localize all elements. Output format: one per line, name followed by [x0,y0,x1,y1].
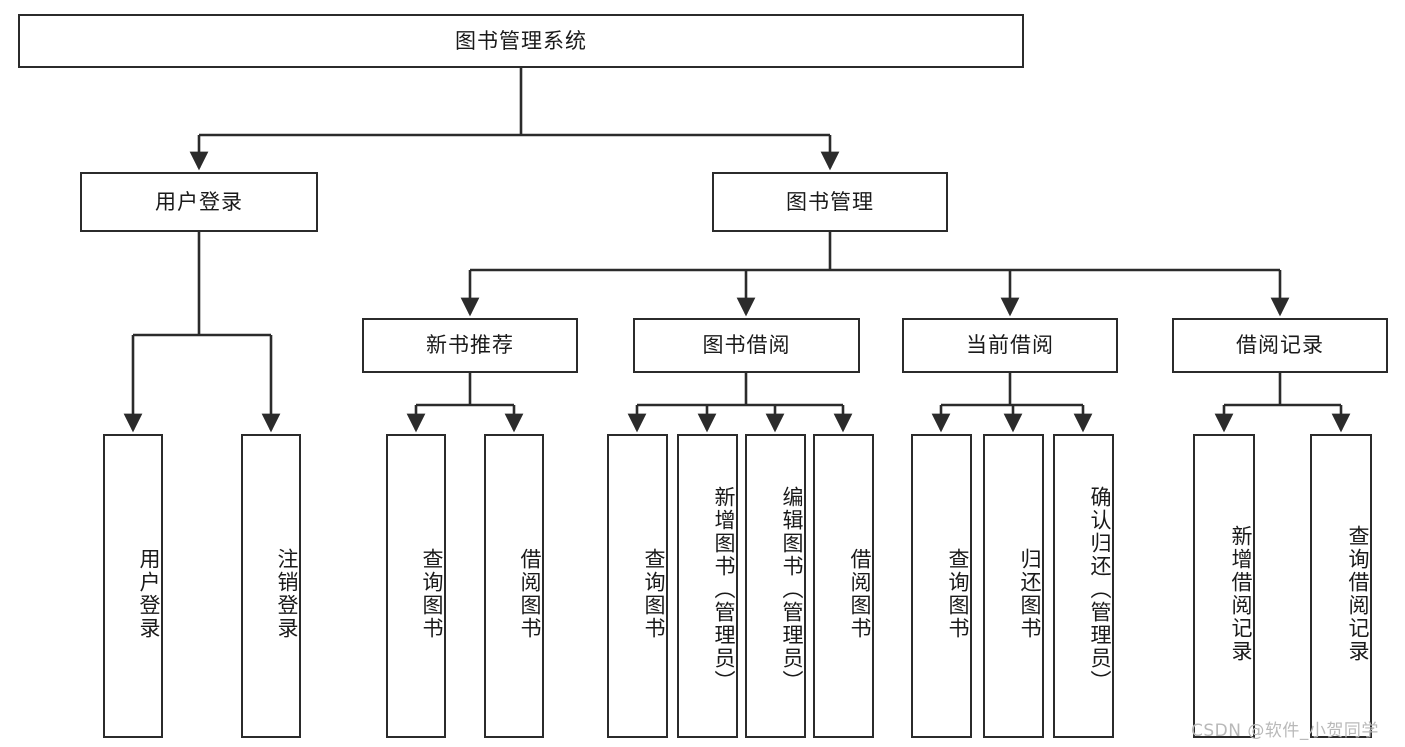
csdn-watermark: CSDN @软件_小贺同学 [1191,721,1379,741]
node-leaf-return-book[interactable]: 归还图书 [983,434,1044,738]
node-leaf-query-book-1[interactable]: 查询图书 [386,434,446,738]
node-new-book-recommend[interactable]: 新书推荐 [362,318,578,373]
node-leaf-query-borrow-record[interactable]: 查询借阅记录 [1310,434,1372,738]
node-borrow-record[interactable]: 借阅记录 [1172,318,1388,373]
node-leaf-borrow-book-1[interactable]: 借阅图书 [484,434,544,738]
node-leaf-user-login[interactable]: 用户登录 [103,434,163,738]
node-new-book-recommend-label: 新书推荐 [426,333,514,358]
node-leaf-add-book-admin[interactable]: 新增图书（管理员） [677,434,738,738]
node-leaf-user-logout-label: 注销登录 [275,548,299,640]
node-leaf-add-book-admin-label: 新增图书（管理员） [712,485,736,693]
node-leaf-user-login-label: 用户登录 [137,548,161,640]
node-book-borrow[interactable]: 图书借阅 [633,318,860,373]
node-leaf-query-book-2[interactable]: 查询图书 [607,434,668,738]
node-leaf-query-borrow-record-label: 查询借阅记录 [1346,525,1370,663]
node-leaf-borrow-book-2[interactable]: 借阅图书 [813,434,874,738]
node-leaf-confirm-return-admin[interactable]: 确认归还（管理员） [1053,434,1114,738]
node-leaf-borrow-book-1-label: 借阅图书 [518,548,542,640]
node-leaf-edit-book-admin-label: 编辑图书（管理员） [780,485,804,693]
node-root[interactable]: 图书管理系统 [18,14,1024,68]
node-user-login[interactable]: 用户登录 [80,172,318,232]
node-leaf-add-borrow-record-label: 新增借阅记录 [1229,525,1253,663]
node-book-borrow-label: 图书借阅 [702,333,791,358]
node-leaf-add-borrow-record[interactable]: 新增借阅记录 [1193,434,1255,738]
node-current-borrow-label: 当前借阅 [966,333,1054,358]
node-root-label: 图书管理系统 [455,28,587,53]
node-leaf-user-logout[interactable]: 注销登录 [241,434,301,738]
node-borrow-record-label: 借阅记录 [1236,333,1324,358]
node-leaf-borrow-book-2-label: 借阅图书 [848,548,872,640]
node-leaf-query-book-2-label: 查询图书 [642,548,666,640]
node-book-manage-label: 图书管理 [786,189,874,214]
node-current-borrow[interactable]: 当前借阅 [902,318,1118,373]
node-leaf-edit-book-admin[interactable]: 编辑图书（管理员） [745,434,806,738]
node-leaf-query-book-3-label: 查询图书 [946,548,970,640]
node-book-manage[interactable]: 图书管理 [712,172,948,232]
node-leaf-confirm-return-admin-label: 确认归还（管理员） [1088,485,1112,693]
node-leaf-query-book-3[interactable]: 查询图书 [911,434,972,738]
node-user-login-label: 用户登录 [155,189,243,214]
node-leaf-query-book-1-label: 查询图书 [420,548,444,640]
node-leaf-return-book-label: 归还图书 [1018,548,1042,640]
